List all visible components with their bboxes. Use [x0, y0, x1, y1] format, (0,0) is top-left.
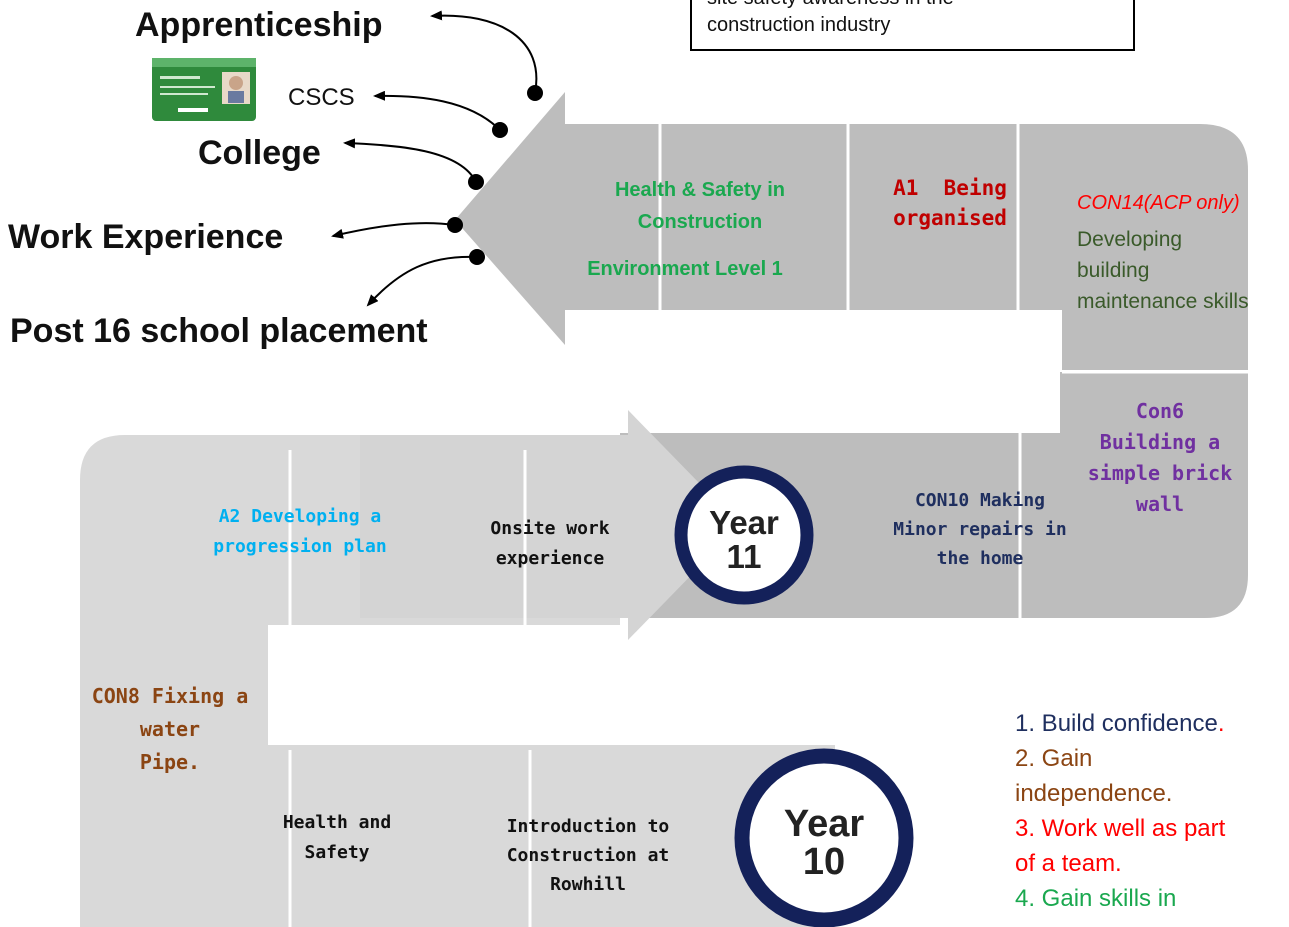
con6-line3: simple brick	[1087, 461, 1233, 485]
onsite-work-experience: Onsite work experience	[470, 514, 630, 574]
a1-being-organised: A1 Being organised	[875, 173, 1025, 233]
year10-ring	[734, 748, 914, 927]
cscs-label: CSCS	[288, 84, 355, 111]
onsite-line1: Onsite work	[490, 518, 610, 539]
apprenticeship-label: Apprenticeship	[135, 6, 383, 44]
goals-list: 1. Build confidence. 2. Gain independenc…	[1015, 706, 1225, 916]
con8-line3: Pipe.	[139, 750, 201, 774]
info-box-line2: construction industry	[707, 14, 891, 36]
a1-line2: organised	[893, 206, 1007, 230]
year10-word: Year	[783, 803, 865, 845]
health-safety-line2: Construction	[637, 211, 763, 233]
post16-label: Post 16 school placement	[10, 312, 428, 350]
con14-line2: building	[1077, 259, 1150, 282]
con6-line2: Building a	[1099, 430, 1221, 454]
con6-brick-wall: Con6 Building a simple brick wall	[1070, 396, 1250, 520]
intro-line1: Introduction to	[506, 816, 670, 837]
con8-water-pipe: CON8 Fixing a water Pipe.	[60, 680, 280, 779]
goal-4a: 4. Gain skills in	[1015, 885, 1177, 912]
con14-description: Developing building maintenance skills	[1077, 224, 1249, 317]
goal-2b: independence.	[1015, 780, 1173, 807]
a2-line2: progression plan	[213, 536, 387, 557]
year10-path	[80, 640, 835, 927]
con8-line2: water	[139, 717, 201, 741]
goal-1-text: 1. Build confidence	[1015, 710, 1218, 737]
year10-label: Year 10	[764, 805, 884, 881]
a2-progression-plan: A2 Developing a progression plan	[190, 502, 410, 562]
info-box: site safety awareness in the constructio…	[690, 0, 1135, 51]
goal-1-dot: .	[1217, 710, 1225, 737]
health-safety-construction: Health & Safety in Construction	[580, 174, 820, 238]
year11-number: 11	[726, 538, 762, 575]
goal-3a: 3. Work well as part	[1015, 815, 1226, 842]
year11-label: Year 11	[694, 506, 794, 574]
con10-minor-repairs: CON10 Making Minor repairs in the home	[880, 486, 1080, 573]
info-box-line1: site safety awareness in the	[707, 0, 1133, 12]
health-and-safety: Health and Safety	[262, 808, 412, 868]
con10-line2: Minor repairs in	[893, 519, 1067, 540]
con14-line1: Developing	[1077, 228, 1183, 251]
hs-line1: Health and	[282, 812, 392, 833]
work-experience-label: Work Experience	[8, 218, 284, 256]
goal-3b: of a team.	[1015, 850, 1122, 877]
college-label: College	[198, 134, 321, 172]
con14-title: CON14(ACP only)	[1077, 192, 1240, 214]
health-safety-line1: Health & Safety in	[614, 179, 786, 201]
year11-arrow	[360, 410, 740, 640]
year11-ring	[674, 465, 814, 605]
cscs-card	[152, 58, 256, 121]
upper-path	[455, 92, 1248, 370]
year11-word: Year	[709, 504, 779, 541]
intro-construction-rowhill: Introduction to Construction at Rowhill	[478, 812, 698, 899]
intro-line3: Rowhill	[550, 874, 626, 895]
con10-line3: the home	[936, 548, 1024, 569]
intro-line2: Construction at	[506, 845, 670, 866]
con10-line1: CON10 Making	[914, 490, 1046, 511]
hs-line2: Safety	[304, 842, 370, 863]
a2-line1: A2 Developing a	[218, 506, 382, 527]
con14-line3: maintenance skills	[1077, 290, 1249, 313]
con8-line1: CON8 Fixing a	[91, 684, 249, 708]
onsite-line2: experience	[495, 548, 605, 569]
con6-line1: Con6	[1135, 399, 1185, 423]
goal-1: 1. Build confidence.	[1015, 706, 1225, 741]
goal-2a: 2. Gain	[1015, 745, 1093, 772]
environment-level1: Environment Level 1	[587, 258, 783, 280]
a1-line1: A1 Being	[893, 176, 1007, 200]
year10-number: 10	[802, 841, 846, 883]
con6-line4: wall	[1135, 492, 1185, 516]
